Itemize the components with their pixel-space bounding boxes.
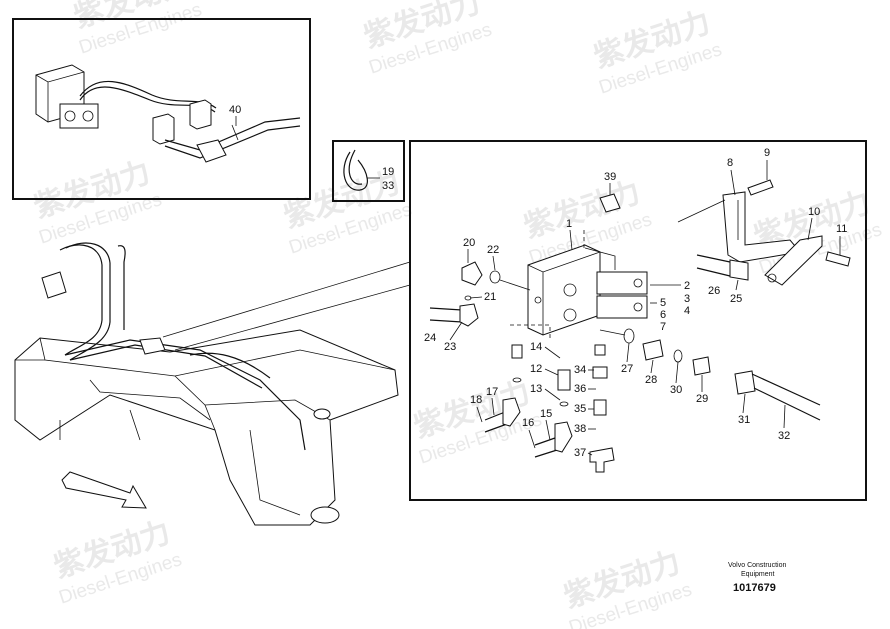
callout-9: 9 (764, 147, 770, 159)
callout-22: 22 (487, 244, 499, 256)
callout-1: 1 (566, 218, 572, 230)
document-number: 1017679 (733, 582, 776, 594)
inset-harness-box: 40 (12, 18, 311, 200)
callout-34: 34 (574, 364, 586, 376)
brand-line-2: Equipment (741, 571, 775, 578)
machine-frame-drawing (14, 242, 399, 526)
detail-leader-lines (162, 261, 411, 351)
callout-18: 18 (470, 394, 482, 406)
callout-29: 29 (696, 393, 708, 405)
callout-8: 8 (727, 157, 733, 169)
callout-16: 16 (522, 417, 534, 429)
watermark-layer: 紫发动力 Diesel-Engines 紫发动力 Diesel-Engines … (30, 0, 885, 629)
callout-28: 28 (645, 374, 657, 386)
footer-block: Volvo Construction Equipment 1017679 (728, 562, 786, 594)
callout-37: 37 (574, 447, 586, 459)
callout-10: 10 (808, 206, 820, 218)
callout-33: 33 (382, 180, 394, 192)
callout-4: 4 (684, 305, 690, 317)
callout-11: 11 (836, 223, 847, 235)
callout-40: 40 (229, 104, 241, 116)
callout-24: 24 (424, 332, 436, 344)
callout-39: 39 (604, 171, 616, 183)
callout-17: 17 (486, 386, 498, 398)
callout-5: 5 (660, 297, 666, 309)
callout-13: 13 (530, 383, 542, 395)
callout-15: 15 (540, 408, 552, 420)
callout-31: 31 (738, 414, 750, 426)
brand-line-1: Volvo Construction (728, 562, 786, 569)
callout-30: 30 (670, 384, 682, 396)
inset-clamp-box: 19 33 (332, 140, 405, 202)
callout-14: 14 (530, 341, 542, 353)
callout-25: 25 (730, 293, 742, 305)
callout-12: 12 (530, 363, 542, 375)
callout-6: 6 (660, 309, 666, 321)
callout-32: 32 (778, 430, 790, 442)
callout-19: 19 (382, 166, 394, 178)
callout-36: 36 (574, 383, 586, 395)
callout-21: 21 (484, 291, 496, 303)
callout-38: 38 (574, 423, 586, 435)
callout-20: 20 (463, 237, 475, 249)
callout-26: 26 (708, 285, 720, 297)
callout-35: 35 (574, 403, 586, 415)
callout-7: 7 (660, 321, 666, 333)
detail-valve-box: 39 1 8 9 10 11 26 25 20 (409, 140, 867, 501)
callout-27: 27 (621, 363, 633, 375)
callout-3: 3 (684, 293, 690, 305)
callout-23: 23 (444, 341, 456, 353)
callout-2: 2 (684, 280, 690, 292)
